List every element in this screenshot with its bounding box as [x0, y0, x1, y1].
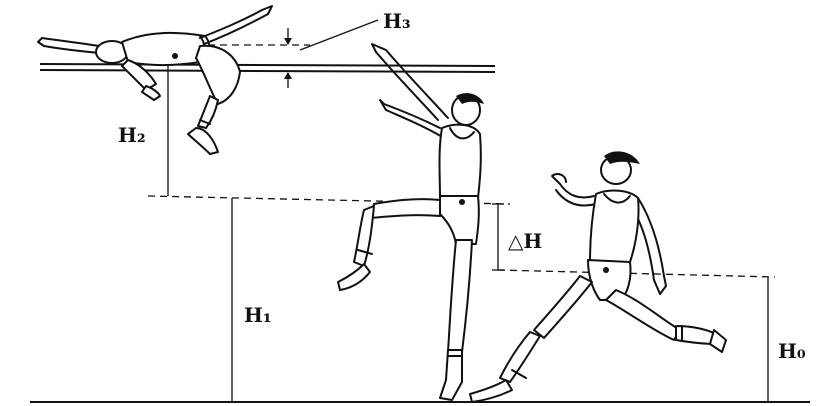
runup-cg-level	[497, 269, 776, 278]
athlete-clearing-bar	[37, 5, 273, 155]
athlete-runup	[469, 151, 727, 403]
label-h0: H₀	[778, 339, 806, 363]
label-h3: H₃	[383, 9, 411, 33]
crossbar	[39, 63, 496, 73]
label-h1: H₁	[244, 303, 272, 327]
label-h2: H₂	[118, 123, 146, 147]
label-delta-h: △H	[508, 229, 542, 253]
delta-h-dimension	[492, 203, 504, 271]
athlete-takeoff	[337, 43, 484, 401]
